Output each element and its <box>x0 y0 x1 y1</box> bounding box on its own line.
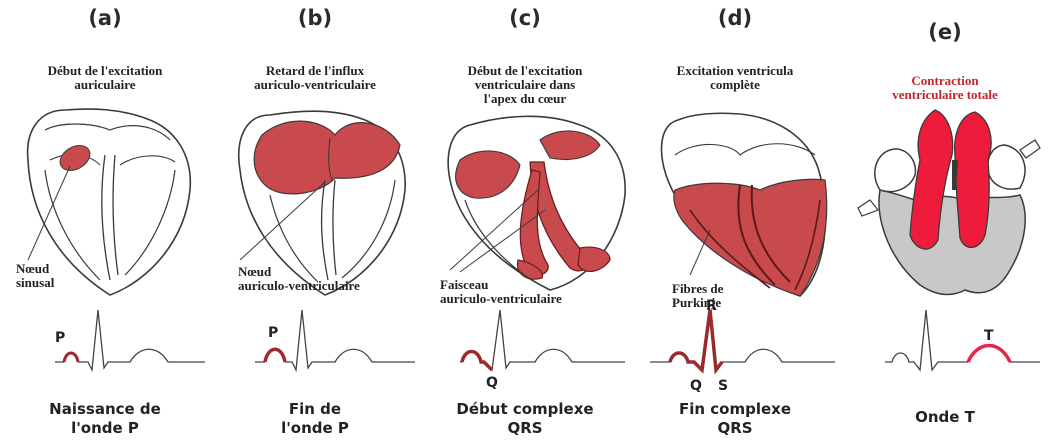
title-line: auriculaire <box>0 78 210 92</box>
ecg-baseline <box>255 310 415 370</box>
panel-c: (c) Début de l'excitation ventriculaire … <box>420 0 630 446</box>
panel-letter: (a) <box>0 6 210 30</box>
ecg-trace-b <box>210 300 420 400</box>
panel-title: Excitation ventricula complète <box>630 64 840 92</box>
node-label: Nœud sinusal <box>16 262 54 290</box>
s-wave-label: S <box>718 378 728 394</box>
caption-line: Fin de <box>210 400 420 419</box>
label-line: Nœud <box>16 262 54 276</box>
caption-line: Fin complexe <box>630 400 840 419</box>
p-wave-label: P <box>268 325 278 341</box>
heart-diagram-e <box>840 100 1050 310</box>
node-label: Nœud auriculo-ventriculaire <box>238 265 360 293</box>
qrs-highlight <box>670 310 722 370</box>
panel-d: (d) Excitation ventricula complète Fibre… <box>630 0 840 446</box>
title-line: Contraction <box>840 74 1050 88</box>
panel-letter: (b) <box>210 6 420 30</box>
panel-caption: Fin de l'onde P <box>210 400 420 438</box>
caption-line: l'onde P <box>210 419 420 438</box>
left-vessel <box>875 149 916 192</box>
panel-e: (e) Contraction ventriculaire totale T O… <box>840 0 1050 446</box>
title-line: auriculo-ventriculaire <box>210 78 420 92</box>
title-line: Début de l'excitation <box>0 64 210 78</box>
caption-line: Début complexe <box>420 400 630 419</box>
panel-letter: (e) <box>840 20 1050 44</box>
title-line: Excitation ventricula <box>630 64 840 78</box>
panel-title: Retard de l'influx auriculo-ventriculair… <box>210 64 420 92</box>
heart-diagram-d <box>630 100 840 310</box>
title-line: Début de l'excitation <box>420 64 630 78</box>
pq-highlight <box>462 352 492 371</box>
label-line: Nœud <box>238 265 360 279</box>
label-line: auriculo-ventriculaire <box>238 279 360 293</box>
p-wave-highlight <box>265 349 285 362</box>
q-wave-label: Q <box>690 378 702 394</box>
label-line: Fibres de <box>672 282 723 296</box>
heart-gray-body <box>879 190 1025 295</box>
caption-line: QRS <box>630 419 840 438</box>
panel-b: (b) Retard de l'influx auriculo-ventricu… <box>210 0 420 446</box>
panel-letter: (c) <box>420 6 630 30</box>
title-line: Retard de l'influx <box>210 64 420 78</box>
t-wave-highlight <box>968 346 1010 363</box>
q-wave-label: Q <box>486 375 498 391</box>
ecg-baseline <box>885 310 968 370</box>
p-wave-label: P <box>55 330 65 346</box>
ecg-trace-a <box>0 300 210 400</box>
panel-letter: (d) <box>630 6 840 30</box>
panel-a: (a) Début de l'excitation auriculaire Nœ… <box>0 0 210 446</box>
caption-line: l'onde P <box>0 419 210 438</box>
panel-caption: Fin complexe QRS <box>630 400 840 438</box>
caption-line: Naissance de <box>0 400 210 419</box>
label-line: sinusal <box>16 276 54 290</box>
title-line: complète <box>630 78 840 92</box>
ventricles-excited <box>674 179 827 296</box>
p-wave-highlight <box>64 353 78 362</box>
panel-caption: Onde T <box>840 408 1050 427</box>
ecg-trace-e <box>840 300 1050 400</box>
ecg-baseline <box>650 310 835 370</box>
caption-line: QRS <box>420 419 630 438</box>
r-wave-label: R <box>706 298 717 314</box>
right-vessel <box>988 145 1025 189</box>
panel-caption: Naissance de l'onde P <box>0 400 210 438</box>
panel-caption: Début complexe QRS <box>420 400 630 438</box>
t-wave-label: T <box>984 328 994 344</box>
apex-excited <box>578 247 610 271</box>
ecg-trace-d <box>630 300 840 400</box>
panel-title: Contraction ventriculaire totale <box>840 74 1050 102</box>
caption-line: Onde T <box>840 408 1050 427</box>
contraction-right <box>955 112 991 247</box>
ecg-trace-c <box>420 300 630 400</box>
label-line: Faisceau <box>440 278 562 292</box>
title-line: ventriculaire dans <box>420 78 630 92</box>
panel-title: Début de l'excitation auriculaire <box>0 64 210 92</box>
